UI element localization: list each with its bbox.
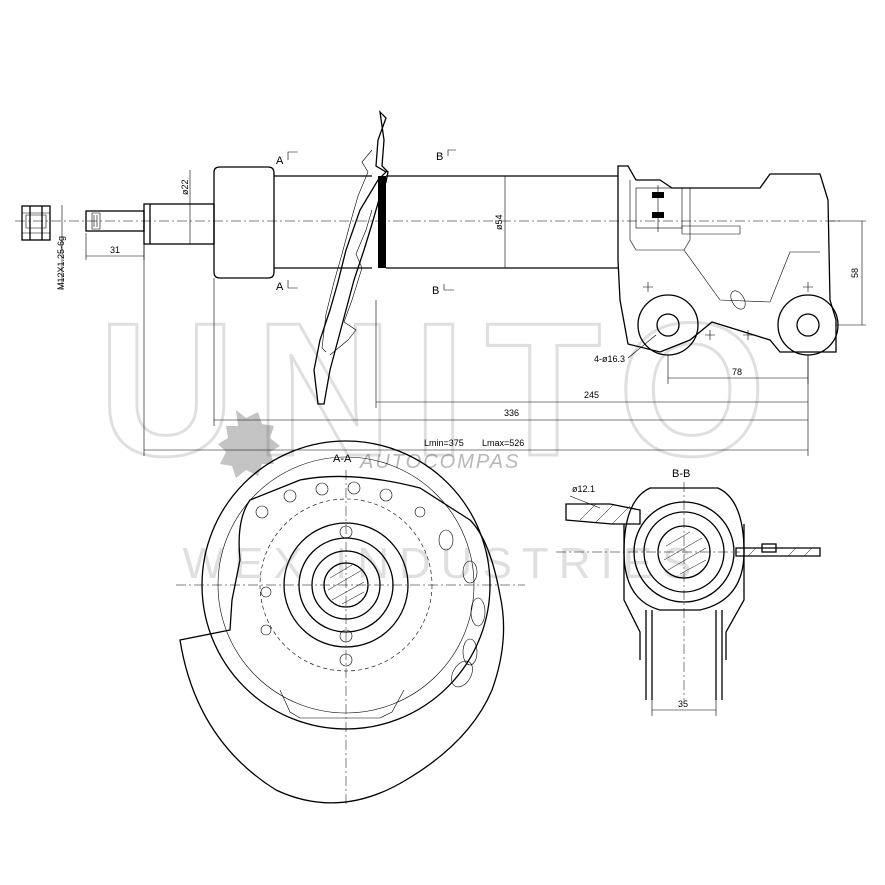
dim-35: 35 xyxy=(678,699,688,709)
dim-lmin: Lmin=375 xyxy=(424,438,464,448)
main-tube xyxy=(386,175,618,269)
watermark-logo: AUTOCOMPAS xyxy=(218,410,520,478)
dim-336: 336 xyxy=(504,408,519,418)
section-a-bottom: A xyxy=(276,281,284,293)
dim-d22: ø22 xyxy=(180,179,190,195)
section-b-bottom: B xyxy=(432,285,439,297)
section-aa-view xyxy=(176,440,525,805)
nut xyxy=(21,205,51,241)
logo-gear-icon xyxy=(218,410,280,478)
dim-78: 78 xyxy=(732,367,742,377)
watermark-subtitle: WEX INDUSTRIES xyxy=(183,539,702,588)
piston-rod xyxy=(85,203,215,245)
section-markers: A A B B xyxy=(276,149,456,297)
section-aa-title: A-A xyxy=(333,453,352,465)
dim-d12: ø12.1 xyxy=(572,484,595,494)
section-bb-title: B-B xyxy=(672,468,690,480)
mount-hole-right xyxy=(777,294,839,356)
dim-245: 245 xyxy=(584,390,599,400)
section-bb-view: ø12.1 xyxy=(556,482,821,700)
dim-31: 31 xyxy=(110,245,120,255)
dim-d54: ø54 xyxy=(494,214,504,230)
thread-label: M12X1.25-6g xyxy=(56,236,66,290)
section-b-top: B xyxy=(436,151,443,163)
section-a-top: A xyxy=(276,155,284,167)
bb-bushing xyxy=(643,511,725,593)
dim-58: 58 xyxy=(850,268,860,278)
watermark: UNITO WEX INDUSTRIES xyxy=(97,283,786,589)
dim-lmax: Lmax=526 xyxy=(482,438,524,448)
top-mount xyxy=(213,166,275,279)
watermark-brand: UNITO xyxy=(98,284,786,496)
logo-text: AUTOCOMPAS xyxy=(359,451,520,473)
dim-holes: 4-ø16.3 xyxy=(594,354,625,364)
